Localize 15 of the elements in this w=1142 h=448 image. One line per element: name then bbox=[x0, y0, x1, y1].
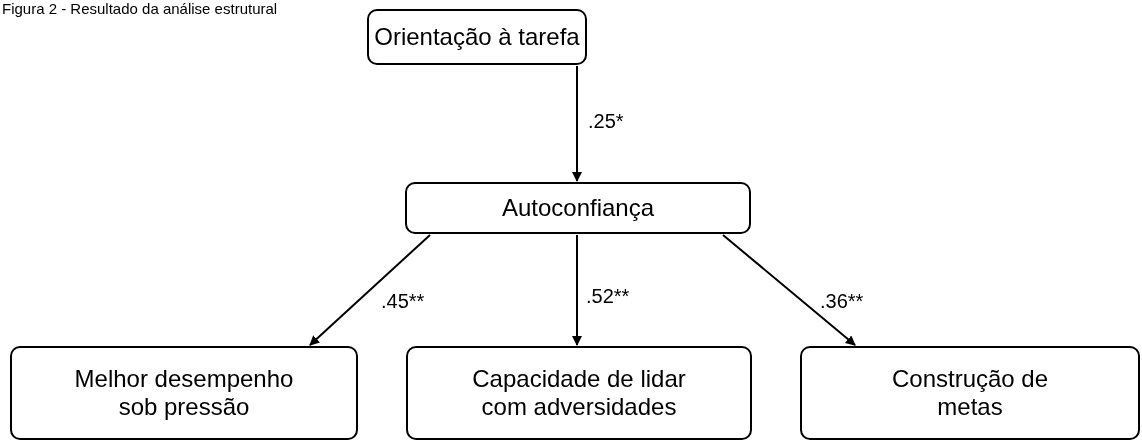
arrow bbox=[572, 65, 582, 182]
arrow bbox=[309, 234, 431, 346]
process-box bbox=[405, 182, 751, 234]
arrow bbox=[722, 234, 856, 346]
box-label: Autoconfiança bbox=[501, 194, 655, 222]
process-box bbox=[800, 346, 1140, 440]
process-box bbox=[406, 346, 752, 440]
box-label: Melhor desempenho sob pressão bbox=[73, 365, 295, 421]
process-box bbox=[10, 346, 358, 440]
arrow bbox=[572, 234, 582, 346]
box-label: Orientação à tarefa bbox=[374, 23, 580, 51]
box-label: Construção de metas bbox=[890, 365, 1050, 421]
figure-title: Figura 2 - Resultado da análise estrutural bbox=[2, 0, 278, 17]
process-box bbox=[367, 9, 587, 65]
box-label: Capacidade de lidar com adversidades bbox=[471, 365, 687, 421]
